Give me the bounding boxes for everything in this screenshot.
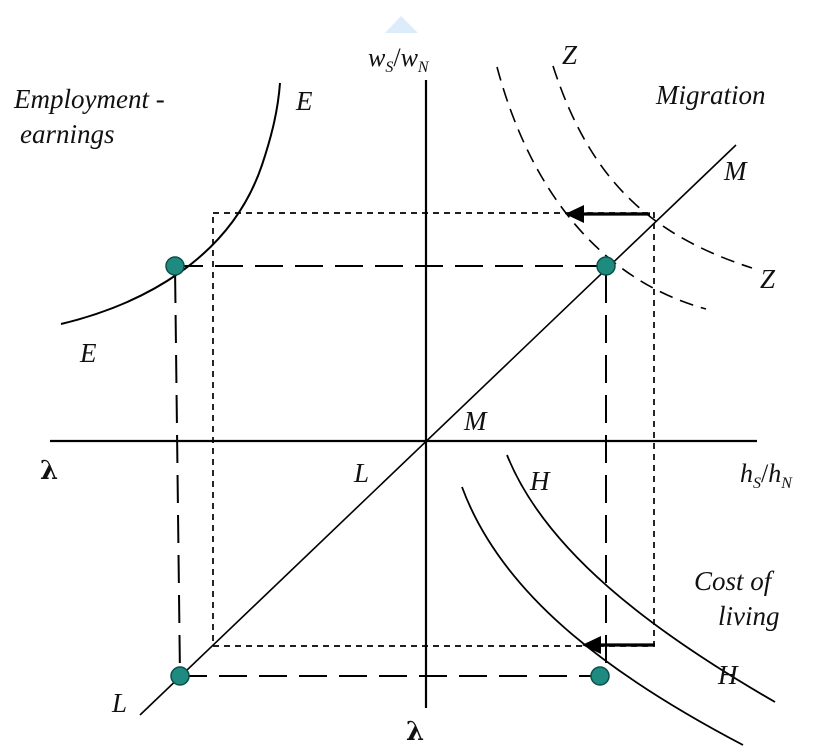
ml-line bbox=[139, 144, 737, 716]
x-axis-numerator-sub: S bbox=[753, 475, 761, 492]
x-axis-denominator-sub: N bbox=[780, 475, 793, 492]
x-axis-slash: / bbox=[761, 459, 769, 488]
label-l-mid: L bbox=[353, 458, 369, 488]
point-cost bbox=[590, 666, 610, 686]
lambda-left-label: λ bbox=[40, 456, 58, 486]
migration-curve-z bbox=[552, 65, 753, 269]
label-m-top: M bbox=[723, 156, 748, 186]
cost-curve-h bbox=[506, 454, 776, 703]
x-axis-denominator: h bbox=[768, 459, 781, 488]
label-h-bottom: H bbox=[717, 660, 739, 690]
point-lambda bbox=[170, 666, 190, 686]
x-axis-label: hS/hN bbox=[740, 459, 793, 492]
x-axis-numerator: h bbox=[740, 459, 753, 488]
cost-title-line2: living bbox=[718, 601, 780, 631]
employment-title-line1: Employment - bbox=[13, 84, 165, 114]
label-e-bottom: E bbox=[79, 338, 97, 368]
cost-curve-shifted bbox=[461, 486, 744, 746]
y-axis-label: wS/wN bbox=[368, 43, 430, 76]
label-m-origin: M bbox=[463, 406, 488, 436]
top-marker bbox=[385, 16, 418, 33]
employment-title-line2: earnings bbox=[20, 119, 115, 149]
cost-title-line1: Cost of bbox=[694, 566, 775, 596]
y-axis-denominator: w bbox=[401, 43, 419, 72]
label-e-top: E bbox=[295, 86, 313, 116]
point-migration bbox=[596, 256, 616, 276]
y-axis-numerator-sub: S bbox=[385, 59, 393, 76]
employment-curve-e bbox=[60, 82, 281, 325]
y-axis-numerator: w bbox=[368, 43, 386, 72]
y-axis-slash: / bbox=[393, 43, 401, 72]
point-employment bbox=[165, 256, 185, 276]
label-h-top: H bbox=[529, 466, 551, 496]
label-z-top: Z bbox=[562, 40, 578, 70]
label-z-bottom: Z bbox=[760, 264, 776, 294]
label-l-bottom: L bbox=[111, 688, 127, 718]
migration-title: Migration bbox=[655, 80, 766, 110]
migration-arrowhead bbox=[565, 205, 584, 223]
y-axis-denominator-sub: N bbox=[417, 59, 430, 76]
cost-arrowhead bbox=[582, 636, 601, 654]
lambda-bottom-label: λ bbox=[406, 717, 424, 747]
migration-curve-shifted bbox=[496, 66, 707, 310]
